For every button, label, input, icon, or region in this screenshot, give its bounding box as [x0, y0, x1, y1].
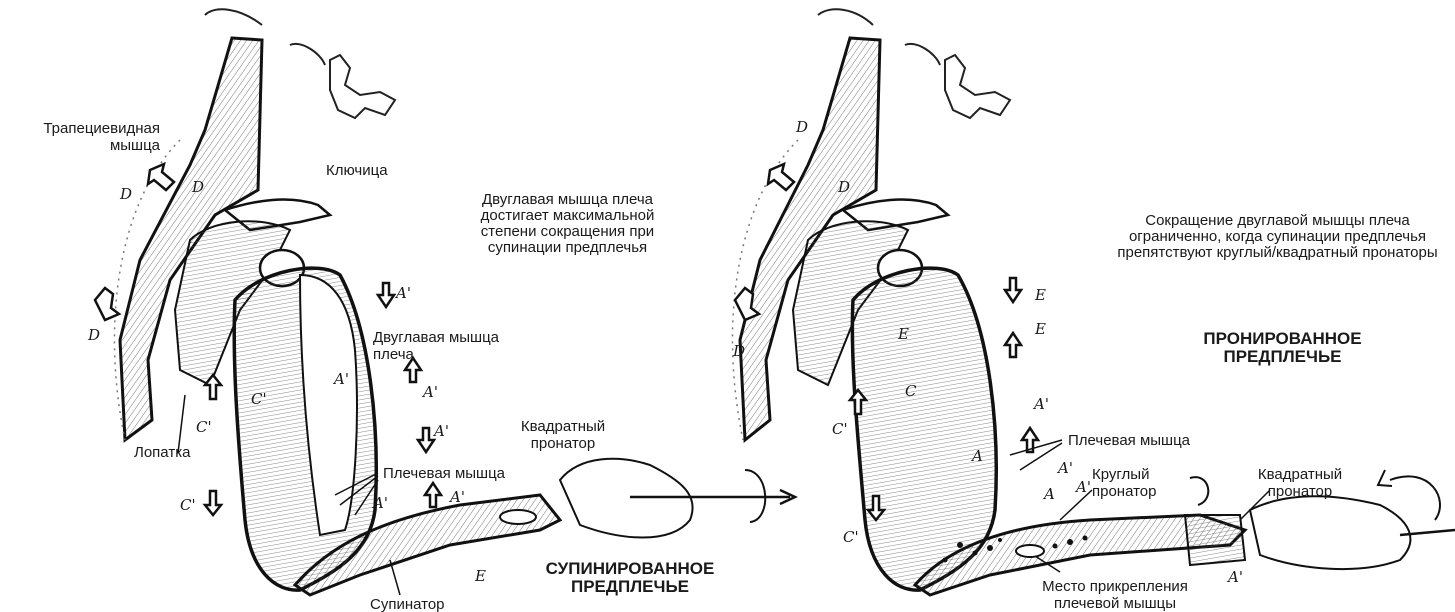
right-label-brachialis: Плечевая мышца [1068, 432, 1190, 449]
left-code-e: E [475, 567, 486, 585]
right-brachialis-leaders [1010, 440, 1062, 470]
right-heading: ПРОНИРОВАННОЕ ПРЕДПЛЕЧЬЕ [1185, 330, 1380, 366]
left-code-a4: A' [434, 422, 449, 440]
left-label-biceps: Двуглавая мышца плеча [373, 329, 538, 363]
left-label-scapula: Лопатка [134, 444, 190, 461]
right-code-a5: A' [1076, 478, 1091, 496]
right-code-a3: A' [1058, 459, 1073, 477]
right-upper-arm [852, 268, 996, 590]
right-arrow-e1 [1005, 278, 1021, 302]
left-code-a2: A' [334, 370, 349, 388]
right-insertion [1016, 545, 1044, 557]
left-code-c2: C' [251, 390, 267, 408]
right-code-d1: D [796, 118, 808, 136]
left-caption: Двуглавая мышца плеча достигает максимал… [480, 192, 655, 256]
right-code-d3: D [733, 342, 745, 360]
left-code-a1: A' [396, 284, 411, 302]
left-label-pronator-quadratus: Квадратный пронатор [515, 418, 611, 452]
right-code-a4: A [1044, 485, 1055, 503]
left-code-c1: C' [196, 418, 212, 436]
right-caption: Сокращение двуглавой мышцы плеча огранич… [1100, 213, 1455, 261]
right-code-a6: A' [1228, 568, 1243, 586]
right-code-a2: A [972, 447, 983, 465]
right-arrow-e2 [1005, 333, 1021, 357]
left-code-d1: D [120, 185, 132, 203]
right-label-insertion: Место прикрепления плечевой мышцы [1015, 578, 1215, 612]
right-figure [732, 9, 1455, 595]
left-arrow-c2 [205, 491, 221, 515]
right-code-c3: C' [843, 528, 859, 546]
right-teres-rotation [1190, 477, 1208, 505]
left-arrow-d1 [148, 164, 174, 190]
left-arrow-a4 [425, 483, 441, 507]
right-code-a1: A' [1034, 395, 1049, 413]
right-label-pronator-quadratus: Квадратный пронатор [1245, 466, 1355, 500]
left-figure [95, 9, 795, 595]
left-label-clavicle: Ключица [326, 162, 388, 179]
right-pronator-quadratus [1185, 515, 1245, 565]
left-arrow-d2 [95, 288, 119, 320]
right-code-e2: E [1035, 320, 1046, 338]
right-code-e3: E [898, 325, 909, 343]
left-supinator-leader [390, 560, 400, 595]
left-code-a6: A' [373, 494, 388, 512]
right-code-d2: D [838, 178, 850, 196]
right-arrow-d1 [768, 164, 794, 190]
left-code-d3: D [88, 326, 100, 344]
left-arrow-a3 [418, 428, 434, 452]
left-heading: СУПИНИРОВАННОЕ ПРЕДПЛЕЧЬЕ [530, 560, 730, 596]
right-arrow-a1 [1022, 428, 1038, 452]
left-pronator-quadratus [500, 510, 536, 524]
left-code-a3: A' [423, 383, 438, 401]
right-code-e1: E [1035, 286, 1046, 304]
right-hand [1250, 496, 1410, 569]
left-label-brachialis: Плечевая мышца [383, 465, 505, 482]
left-code-a5: A' [450, 488, 465, 506]
right-code-c1: C [905, 382, 916, 400]
left-label-supinator: Супинатор [370, 596, 445, 612]
left-label-trapezius: Трапециевидная мышца [18, 120, 160, 154]
left-code-d2: D [192, 178, 204, 196]
left-code-c3: C' [180, 496, 196, 514]
right-code-c2: C' [832, 420, 848, 438]
right-label-pronator-teres: Круглый пронатор [1092, 466, 1187, 500]
left-arrow-a1 [378, 283, 394, 307]
